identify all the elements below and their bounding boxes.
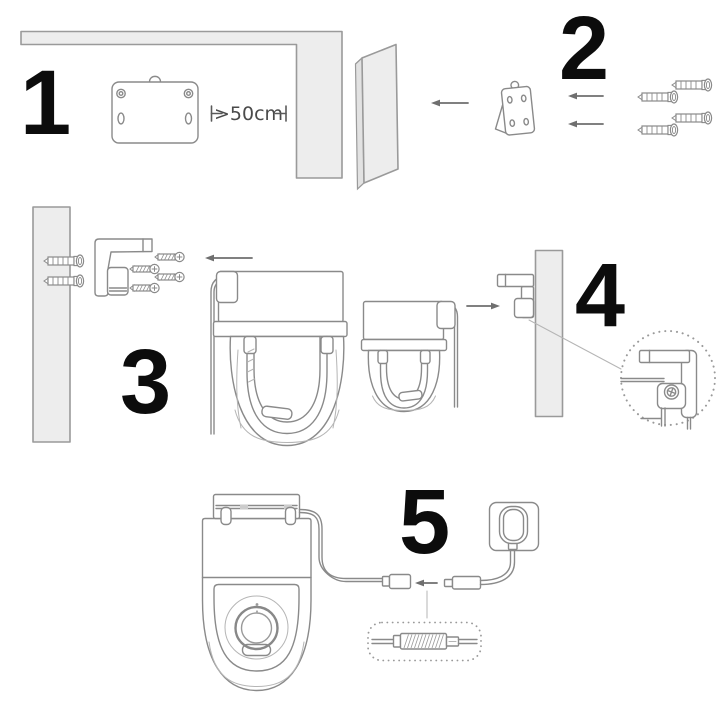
wall-anchor <box>637 90 679 104</box>
camera-front <box>201 493 312 692</box>
arrow-left-to-wall <box>431 99 469 107</box>
screw <box>129 282 160 294</box>
plate-body <box>500 85 536 136</box>
step-2: 2 <box>354 0 713 191</box>
locking-screw-detail-callout <box>620 330 716 430</box>
wall-strip <box>534 249 564 418</box>
joined-connector-detail <box>367 621 482 662</box>
plate-slot-br <box>184 112 193 125</box>
hook-bracket-mounted <box>496 273 535 319</box>
step-3-number: 3 <box>120 331 171 433</box>
wall-strip <box>32 206 71 443</box>
dc-jack <box>388 573 412 590</box>
distance-label: >50cm <box>214 103 283 125</box>
camera-yoke-outer <box>379 349 429 409</box>
dc-plug-tip <box>443 578 454 588</box>
camera-base-band <box>212 320 348 338</box>
camera-face-ring <box>224 595 289 660</box>
wall-outlet <box>488 501 540 552</box>
bracket-pin <box>686 416 692 430</box>
step-5: 5 <box>201 471 540 692</box>
ceiling-wall-corner <box>20 30 343 179</box>
screw <box>154 271 185 283</box>
plate-hole-tr <box>183 88 194 99</box>
step-4-number: 4 <box>575 246 625 346</box>
step-1-number: 1 <box>20 52 71 154</box>
wall-anchor <box>671 111 713 125</box>
camera-back-large <box>210 270 348 447</box>
camera-lens-ring <box>234 605 279 651</box>
arrow-anchor-2 <box>568 120 604 128</box>
mounting-plate-3d <box>494 80 536 136</box>
arrow-plug-left <box>415 579 438 587</box>
camera-slot <box>398 389 423 402</box>
camera-base <box>362 300 445 341</box>
wall-anchor <box>637 123 679 137</box>
power-adapter-side <box>443 501 540 590</box>
mount-hook <box>284 506 297 526</box>
screws <box>129 251 185 294</box>
dc-plug-body <box>451 575 482 590</box>
camera-sensor-dot <box>255 610 259 613</box>
camera-led <box>255 603 259 606</box>
camera-yoke-inner <box>253 335 321 423</box>
screw <box>154 251 185 263</box>
wall-anchor <box>671 78 713 92</box>
callout-pointer-line <box>528 319 622 370</box>
plate-slot-bl <box>117 112 125 125</box>
locking-screw <box>663 384 680 400</box>
arrow-push-right <box>466 302 500 310</box>
mounting-plate <box>111 75 199 144</box>
camera-face-panel <box>213 583 300 672</box>
detail-dotted-box <box>367 621 482 662</box>
mount-hook <box>220 506 232 526</box>
camera-slot <box>261 405 293 420</box>
camera-speaker-slot <box>241 643 272 657</box>
camera-latch-tab <box>436 300 456 330</box>
wall-anchors <box>637 78 713 137</box>
bracket-arm <box>496 273 535 288</box>
bracket-arm <box>638 349 691 364</box>
camera-base-band <box>360 338 448 352</box>
plate-hole-tl <box>116 88 126 99</box>
power-adapter <box>498 505 529 545</box>
wall-panel <box>354 43 399 191</box>
wall-anchor <box>43 274 85 288</box>
distance-measure: >50cm <box>210 103 287 125</box>
step-2-number: 2 <box>559 0 609 99</box>
camera-back-small <box>360 300 459 413</box>
camera-mount-plate <box>212 493 301 520</box>
arrow-anchor-1 <box>568 92 604 100</box>
plate-hang-tab <box>148 75 162 83</box>
screw <box>129 263 160 275</box>
step-3: 3 <box>32 206 459 447</box>
step-4: 4 <box>466 246 716 430</box>
plate-body <box>111 81 199 144</box>
step-5-number: 5 <box>399 471 450 573</box>
wall-anchor <box>43 254 85 268</box>
hook-bracket <box>94 238 153 297</box>
step-1: 1 >50cm <box>20 30 343 179</box>
bracket-foot <box>513 297 535 319</box>
camera-latch-tab <box>215 270 239 304</box>
camera-yoke-outer <box>246 335 328 435</box>
arrow-slide-left <box>205 254 253 262</box>
camera-lens <box>240 612 273 644</box>
power-cable-camera-side <box>298 508 412 590</box>
